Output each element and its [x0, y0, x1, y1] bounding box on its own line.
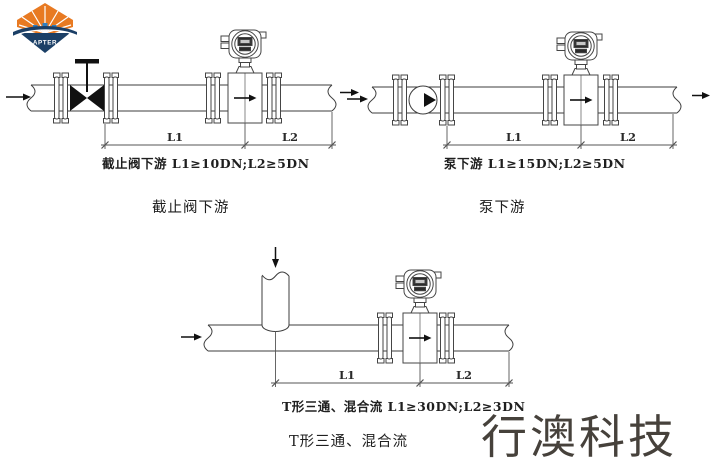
pump-icon: [409, 86, 437, 114]
flow-in-arrow: [181, 333, 202, 341]
pipe-break-left: [27, 85, 35, 111]
flowmeter-body-icon: [563, 74, 599, 126]
caption-stop-valve: 截止阀下游: [152, 200, 230, 216]
spec-text-pump: 泵下游 L1≥15DN;L2≥5DN: [444, 156, 626, 171]
dimension-lines: [101, 112, 336, 149]
dim-label-l2: L2: [619, 130, 637, 144]
flowmeter-body-icon: [402, 312, 438, 364]
diagram-t-tee-mixed-flow: [181, 247, 513, 387]
dimension-lines: [443, 114, 677, 149]
stop-valve-icon: [70, 59, 104, 111]
logo-triangle-bottom: [20, 33, 70, 53]
flowmeter-transmitter-icon: [395, 269, 442, 314]
tee-junction-arc: [262, 325, 289, 332]
dimension-lines: [271, 331, 513, 387]
flange-icon: [103, 72, 119, 124]
pipe: [204, 325, 513, 351]
flowmeter-transmitter-icon: [556, 31, 603, 76]
pipe-break-right: [328, 85, 336, 111]
flowmeter-body-icon: [227, 72, 263, 124]
branch-flow-arrow: [272, 247, 279, 268]
dim-label-l2: L2: [455, 368, 473, 382]
flange-icon: [603, 74, 619, 126]
pipe-break-left: [368, 87, 376, 113]
spec-text-stop-valve: 截止阀下游 L1≥10DN;L2≥5DN: [102, 156, 310, 171]
caption-tee: T形三通、混合流: [289, 434, 409, 450]
branch-pipe: [262, 272, 289, 332]
logo-swoosh-highlight: [13, 30, 77, 37]
logo-brand-text: APTER: [33, 40, 57, 47]
dim-label-l1: L1: [505, 130, 523, 144]
flow-out-arrow: [692, 92, 710, 99]
flange-icon: [392, 74, 408, 126]
pipe: [27, 85, 336, 111]
spec-text-tee: T形三通、混合流 L1≥30DN;L2≥3DN: [282, 399, 526, 414]
flange-icon: [53, 72, 69, 124]
diagram-pump-downstream: [347, 31, 710, 149]
flow-in-arrow: [6, 93, 31, 101]
flange-icon: [205, 72, 221, 124]
dim-label-l1: L1: [166, 130, 184, 144]
watermark-text: 行澳科技: [481, 410, 677, 463]
flange-icon: [439, 312, 455, 364]
flow-in-arrow: [347, 95, 368, 103]
pipe-break-top: [262, 272, 289, 280]
flow-out-arrow: [340, 89, 359, 96]
flange-icon: [542, 74, 558, 126]
brand-logo: APTER: [10, 3, 80, 53]
dim-label-l1: L1: [338, 368, 356, 382]
dim-label-l2: L2: [281, 130, 299, 144]
flange-icon: [377, 312, 393, 364]
caption-pump: 泵下游: [479, 200, 526, 216]
pipe-break-right: [673, 87, 681, 113]
flange-icon: [266, 72, 282, 124]
flowmeter-transmitter-icon: [220, 29, 267, 74]
pipe-break-left: [204, 325, 212, 351]
logo-swoosh: [13, 26, 77, 37]
pipe-break-right: [505, 325, 513, 351]
flange-icon: [439, 74, 455, 126]
diagram-stop-valve-downstream: [6, 29, 359, 149]
